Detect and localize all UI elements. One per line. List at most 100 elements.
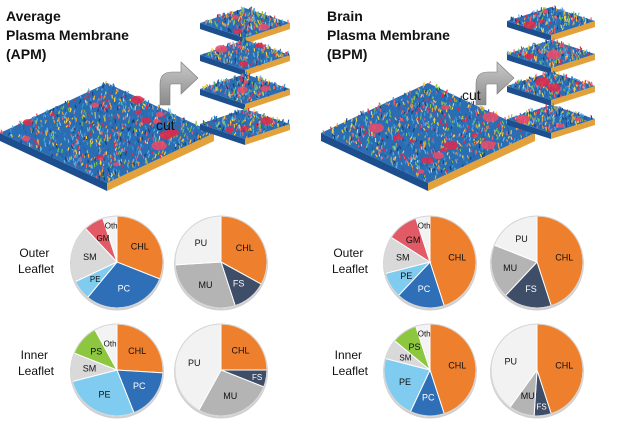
- lipid-stroke: [209, 19, 212, 24]
- lipid-stroke: [259, 75, 261, 80]
- lipid-stroke: [564, 18, 567, 23]
- lipid-cluster: [225, 127, 235, 133]
- lipid-stroke: [393, 99, 396, 104]
- lipid-stroke: [483, 137, 486, 141]
- lipid-stroke: [125, 151, 127, 156]
- lipid-stroke: [136, 133, 139, 137]
- lipid-stroke: [119, 98, 122, 102]
- lipid-stroke: [60, 143, 62, 146]
- lipid-stroke: [210, 22, 213, 26]
- lipid-stroke: [486, 134, 488, 139]
- pie-slice-label: FS: [536, 403, 546, 412]
- lipid-stroke: [513, 137, 516, 142]
- lipid-stroke: [348, 137, 351, 142]
- lipid-stroke: [265, 15, 268, 19]
- slab-top: [0, 83, 214, 183]
- pie-slice-label: PC: [422, 393, 435, 403]
- lipid-stroke: [31, 128, 35, 133]
- lipid-stroke: [280, 53, 282, 58]
- lipid-stroke: [102, 84, 105, 89]
- lipid-stroke: [74, 104, 77, 108]
- lipid-stroke: [252, 7, 255, 12]
- lipid-stroke: [550, 108, 553, 112]
- lipid-stroke: [378, 132, 381, 136]
- lipid-stroke: [112, 170, 115, 175]
- lipid-stroke: [49, 113, 52, 116]
- lipid-stroke: [119, 153, 122, 158]
- lipid-stroke: [98, 114, 101, 118]
- cut-label: cut: [156, 117, 175, 133]
- lipid-stroke: [232, 41, 235, 45]
- lipid-stroke: [235, 110, 237, 115]
- lipid-stroke: [55, 133, 58, 138]
- lipid-stroke: [530, 107, 533, 112]
- lipid-stroke: [94, 173, 97, 176]
- lipid-stroke: [574, 86, 576, 91]
- lipid-stroke: [153, 128, 156, 132]
- lipid-stroke: [30, 127, 32, 132]
- slab-side: [245, 55, 290, 76]
- lipid-stroke: [96, 121, 99, 124]
- lipid-stroke: [67, 107, 70, 112]
- lipid-stroke: [273, 125, 276, 129]
- title-line: (APM): [6, 46, 46, 62]
- lipid-stroke: [275, 22, 278, 27]
- lipid-stroke: [406, 109, 409, 114]
- lipid-stroke: [245, 92, 248, 96]
- lipid-stroke: [43, 139, 46, 144]
- lipid-stroke: [547, 46, 550, 50]
- lipid-stroke: [431, 168, 434, 172]
- lipid-stroke: [570, 113, 573, 117]
- lipid-stroke: [198, 136, 201, 140]
- lipid-stroke: [152, 116, 155, 120]
- lipid-stroke: [423, 177, 427, 182]
- lipid-stroke: [257, 76, 260, 81]
- lipid-stroke: [485, 129, 488, 133]
- lipid-stroke: [555, 15, 558, 20]
- lipid-stroke: [179, 136, 182, 140]
- lipid-stroke: [154, 137, 157, 142]
- lipid-stroke: [53, 141, 55, 145]
- lipid-stroke: [45, 109, 48, 114]
- lipid-stroke: [501, 129, 503, 133]
- lipid-stroke: [117, 150, 121, 155]
- lipid-stroke: [501, 125, 503, 130]
- lipid-stroke: [322, 130, 325, 134]
- lipid-stroke: [24, 130, 27, 134]
- lipid-stroke: [579, 86, 582, 91]
- lipid-stroke: [425, 166, 428, 171]
- lipid-stroke: [544, 52, 546, 56]
- lipid-stroke: [264, 125, 267, 130]
- lipid-stroke: [102, 82, 105, 86]
- lipid-stroke: [184, 128, 187, 131]
- lipid-stroke: [222, 127, 225, 132]
- lipid-stroke: [210, 85, 213, 90]
- lipid-stroke: [108, 99, 111, 104]
- cut-arrow: [159, 61, 199, 106]
- lipid-stroke: [507, 84, 510, 87]
- row-label-line: Leaflet: [18, 364, 55, 378]
- lipid-stroke: [479, 137, 482, 141]
- lipid-stroke: [248, 51, 251, 55]
- lipid-stroke: [568, 112, 571, 115]
- lipid-cluster: [556, 123, 565, 128]
- lipid-stroke: [564, 48, 567, 52]
- lipid-stroke: [468, 125, 470, 130]
- lipid-stroke: [568, 45, 571, 50]
- lipid-stroke: [220, 83, 223, 87]
- lipid-stroke: [430, 149, 433, 155]
- lipid-stroke: [407, 95, 409, 99]
- lipid-stroke: [182, 142, 184, 145]
- lipid-stroke: [148, 106, 150, 109]
- lipid-stroke: [466, 155, 469, 159]
- lipid-stroke: [431, 165, 433, 169]
- lipid-stroke: [412, 142, 414, 146]
- lipid-stroke: [127, 127, 130, 132]
- lipid-stroke: [264, 44, 267, 48]
- lipid-stroke: [90, 165, 92, 169]
- lipid-stroke: [552, 110, 555, 115]
- lipid-stroke: [108, 82, 111, 86]
- lipid-stroke: [64, 157, 68, 162]
- lipid-stroke: [400, 104, 403, 109]
